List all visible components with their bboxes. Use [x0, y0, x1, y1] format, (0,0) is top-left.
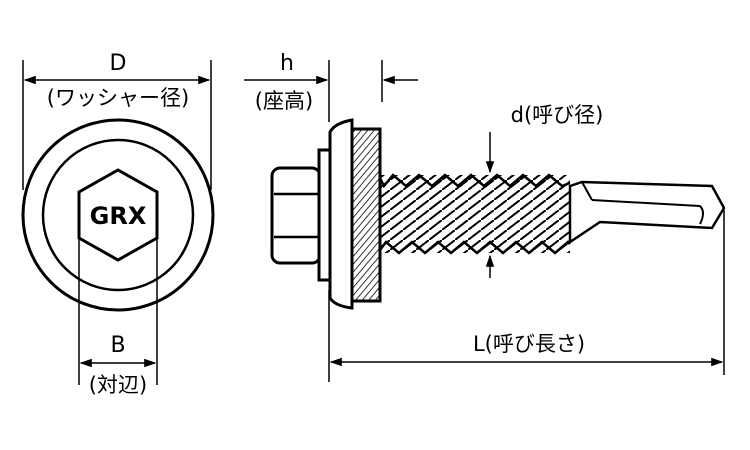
washer-outer-circle	[21, 118, 215, 312]
thread-crest-top	[378, 173, 571, 189]
across-flats-desc: (対辺)	[89, 373, 147, 397]
drill-flute-2	[591, 199, 701, 207]
washer-inner-circle	[41, 138, 195, 292]
thread-crest-bottom	[379, 240, 571, 255]
side-view: h (座高) d(呼び径) L(呼び長さ)	[244, 51, 726, 382]
washer-diameter-desc: (ワッシャー径)	[47, 86, 189, 110]
drill-point	[568, 180, 726, 245]
nominal-diameter-label: d(呼び径)	[511, 103, 604, 127]
hex-marking: GRX	[90, 202, 147, 230]
metal-washer	[328, 118, 354, 310]
rubber-packing	[350, 127, 382, 303]
hex-head-outline	[77, 168, 159, 262]
flange	[317, 148, 332, 282]
threaded-shank	[380, 175, 570, 253]
hex-head-side	[270, 166, 322, 265]
drill-flute-3	[699, 205, 704, 225]
seat-height-desc: (座高)	[255, 89, 313, 113]
top-view: GRX D (ワッシャー径) B (対辺)	[21, 51, 215, 397]
seat-height-label: h	[280, 51, 294, 76]
drill-flute-1	[581, 181, 593, 201]
length-label: L(呼び長さ)	[473, 332, 585, 356]
across-flats-label: B	[110, 333, 125, 358]
washer-diameter-label: D	[110, 51, 127, 76]
